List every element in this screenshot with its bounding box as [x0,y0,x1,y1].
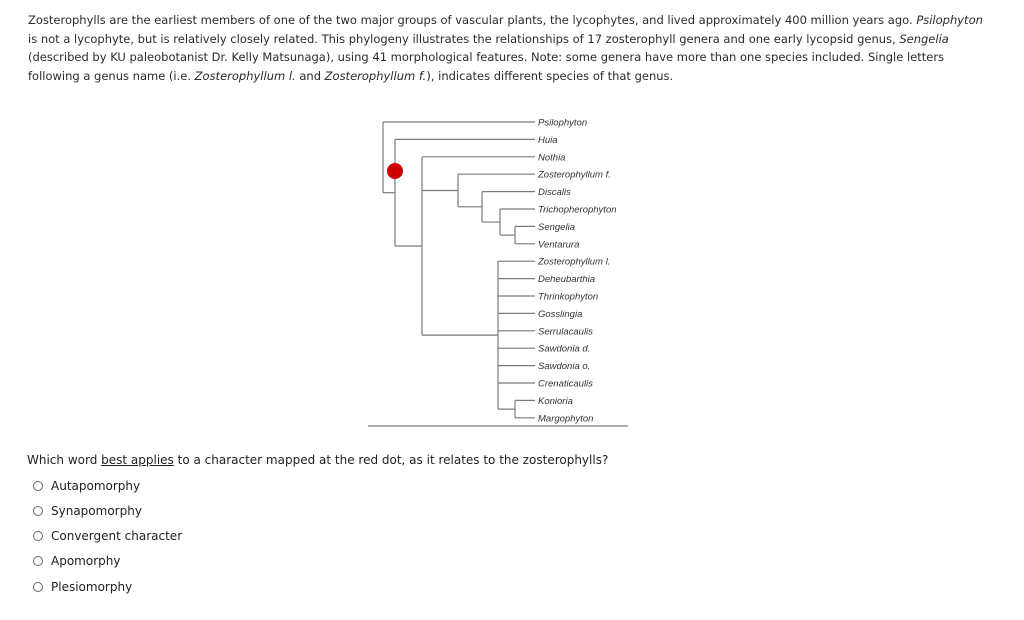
taxon-label: Crenaticaulis [538,379,593,390]
radio-icon[interactable] [33,506,43,516]
taxon-label: Thrinkophyton [538,292,598,303]
option-apomorphy[interactable]: Apomorphy [33,554,120,568]
taxon-label: Huia [538,135,558,146]
radio-icon[interactable] [33,582,43,592]
taxon-label: Discalis [538,187,571,198]
intro-text-1: Zosterophylls are the earliest members o… [28,13,917,27]
taxon-label: Gosslingia [538,309,582,320]
radio-icon[interactable] [33,531,43,541]
option-convergent-character[interactable]: Convergent character [33,529,182,543]
question-text: Which word best applies to a character m… [27,453,608,467]
intro-text-2: is not a lycophyte, but is relatively cl… [28,31,900,46]
intro-sengelia: Sengelia [899,31,949,46]
intro-zosterophyllum-l: Zosterophyllum l. [194,68,296,83]
intro-paragraph: Zosterophylls are the earliest members o… [28,11,988,85]
intro-psilophyton: Psilophyton [916,13,983,27]
taxon-label: Zosterophyllum f. [537,170,611,181]
radio-icon[interactable] [33,481,43,491]
question-underlined: best applies [101,453,174,467]
option-label: Autapomorphy [51,479,141,493]
taxon-label: Nothia [538,152,565,163]
option-autapomorphy[interactable]: Autapomorphy [33,479,140,493]
intro-text-5: ), indicates different species of that g… [426,68,674,83]
radio-icon[interactable] [33,556,43,566]
taxon-label: Konioria [538,396,573,407]
option-label: Convergent character [51,529,183,543]
taxon-label: Sawdonia d. [538,344,590,355]
intro-text-3: (described by KU paleobotanist Dr. Kelly… [28,50,945,83]
taxon-label: Serrulacaulis [538,326,593,337]
intro-zosterophyllum-f: Zosterophyllum f. [324,68,427,83]
question-pre: Which word [27,453,102,467]
taxon-label: Psilophyton [538,118,587,129]
intro-text-4: and [295,68,325,83]
taxon-label: Sengelia [538,222,575,233]
option-label: Apomorphy [51,554,121,568]
taxon-label: Trichopherophyton [538,205,617,216]
taxon-label: Zosterophyllum l. [537,257,610,268]
option-label: Plesiomorphy [51,580,133,594]
option-synapomorphy[interactable]: Synapomorphy [33,504,142,518]
option-label: Synapomorphy [51,504,142,518]
taxon-label: Deheubarthia [538,274,595,285]
taxon-label: Ventarura [538,239,579,250]
option-plesiomorphy[interactable]: Plesiomorphy [33,580,132,594]
tree-branches [382,121,535,419]
question-post: to a character mapped at the red dot, as… [173,453,609,467]
red-dot-marker [387,163,403,179]
taxon-label: Sawdonia o. [538,361,590,372]
taxon-label: Margophyton [538,413,593,424]
